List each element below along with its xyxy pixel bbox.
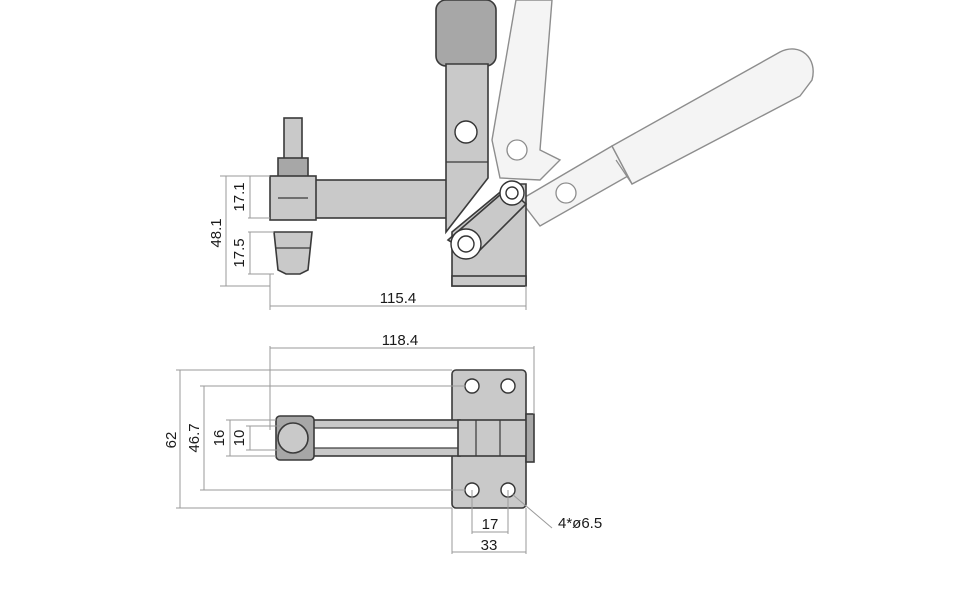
spindle-rod <box>283 117 303 161</box>
spindle-rubber-tip <box>273 231 313 275</box>
handle-pivot-hole <box>454 120 478 144</box>
side-view: 17.1 17.5 48.1 115.4 <box>208 0 814 310</box>
top-pivot-block <box>457 419 531 457</box>
handle-grip <box>435 0 497 67</box>
dim-lower: 17.5 <box>231 238 248 267</box>
dim-hole-callout: 4*ø6.5 <box>558 515 602 532</box>
dim-bar-inner: 10 <box>231 430 248 447</box>
dim-hole-pitch: 17 <box>482 516 499 533</box>
dim-hole-span: 46.7 <box>186 423 203 452</box>
top-view: 118.4 62 46.7 16 10 17 33 4*ø6.5 <box>163 332 602 554</box>
dim-base-width: 33 <box>481 537 498 554</box>
top-spindle-head <box>277 422 309 454</box>
side-arm <box>299 179 451 219</box>
ghost-handle-open <box>518 48 814 227</box>
side-dimensions <box>220 175 527 310</box>
dim-width: 62 <box>163 432 180 449</box>
spindle-nut <box>277 157 309 179</box>
dim-upper: 17.1 <box>231 182 248 211</box>
mount-hole-2 <box>500 378 516 394</box>
dim-bar-outer: 16 <box>211 430 228 447</box>
mount-hole-1 <box>464 378 480 394</box>
ghost-linkage <box>491 0 562 181</box>
top-dimensions <box>176 346 553 554</box>
dim-top-length: 118.4 <box>382 332 418 349</box>
side-base-foot <box>451 275 527 287</box>
top-pivot-cap <box>525 413 535 463</box>
handle-arm <box>445 63 489 235</box>
spindle-assembly <box>269 117 317 275</box>
dim-total-height: 48.1 <box>208 218 225 247</box>
dim-side-length: 115.4 <box>380 290 416 307</box>
